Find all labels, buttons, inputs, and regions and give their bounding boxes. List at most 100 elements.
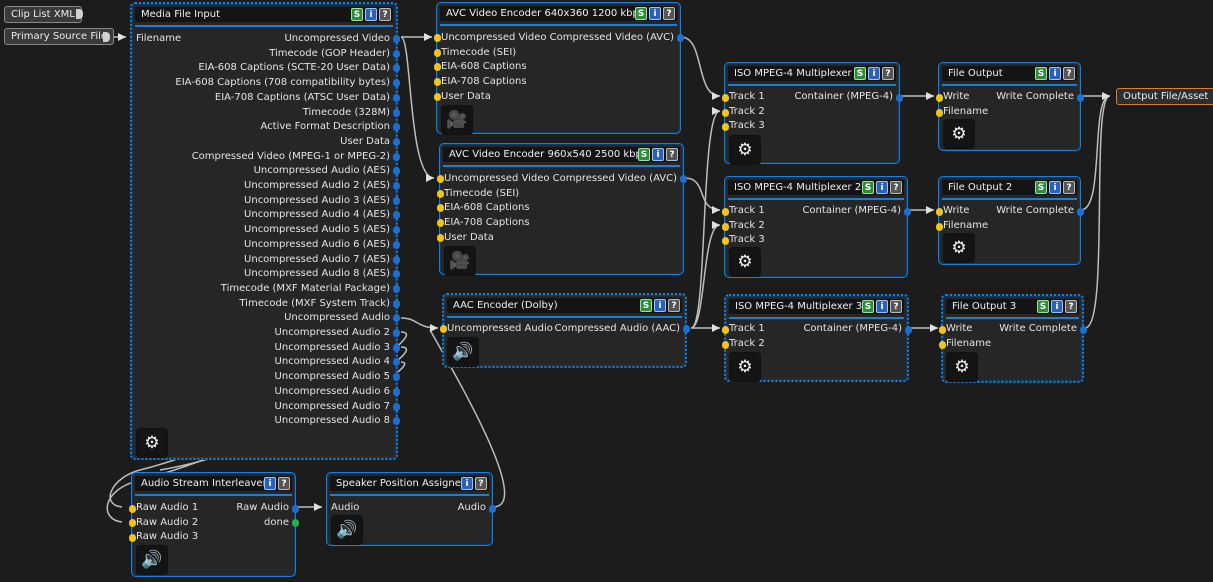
info-button[interactable]: i (868, 67, 880, 80)
port-dot[interactable] (939, 341, 946, 349)
avc1-input-708[interactable]: EIA-708 Captions (441, 76, 527, 87)
mux3-output-container[interactable]: Container (MPEG-4) (803, 323, 902, 334)
media-output-port[interactable]: EIA-708 Captions (ATSC User Data) (214, 91, 390, 103)
video-camera-icon[interactable]: 🎥 (441, 105, 473, 135)
aac-encoder-title[interactable]: AAC Encoder (Dolby) S i ? (447, 298, 682, 313)
settings-s-button[interactable]: S (862, 300, 874, 313)
avc2-input-608[interactable]: EIA-608 Captions (444, 202, 530, 213)
avc1-input-608[interactable]: EIA-608 Captions (441, 61, 527, 72)
port-dot[interactable] (393, 182, 400, 190)
primary-source-file-input[interactable]: Primary Source File (4, 28, 115, 45)
fo3-output-write-complete[interactable]: Write Complete (999, 323, 1077, 334)
aac-output-compressed-audio[interactable]: Compressed Audio (AAC) (554, 323, 680, 334)
port-dot[interactable] (936, 94, 943, 102)
settings-s-button[interactable]: S (854, 67, 866, 80)
port-dot[interactable] (680, 175, 687, 183)
media-output-port[interactable]: Uncompressed Audio 3 (274, 341, 390, 353)
avc-encoder-1-node[interactable]: AVC Video Encoder 640x360 1200 kbps S i … (434, 2, 684, 135)
port-dot[interactable] (434, 78, 441, 86)
avc1-input-timecode[interactable]: Timecode (SEI) (441, 47, 517, 58)
settings-s-button[interactable]: S (1037, 300, 1049, 313)
port-dot[interactable] (292, 519, 299, 527)
avc1-input-uncompressed-video[interactable]: Uncompressed Video (441, 32, 547, 43)
interleaver-raw-audio-3[interactable]: Raw Audio 3 (136, 531, 199, 542)
speaker-input-audio[interactable]: Audio (331, 502, 360, 513)
port-dot[interactable] (896, 94, 903, 102)
port-dot[interactable] (434, 49, 441, 57)
speaker-title[interactable]: Speaker Position Assigner i ? (330, 476, 489, 491)
speaker-output-audio[interactable]: Audio (457, 502, 486, 513)
port-dot[interactable] (393, 270, 400, 279)
mux2-title[interactable]: ISO MPEG-4 Multiplexer 2 S i ? (728, 180, 904, 195)
info-button[interactable]: i (876, 300, 888, 313)
port-dot[interactable] (393, 108, 400, 117)
audio-stream-interleaver-node[interactable]: Audio Stream Interleaver i ? Raw Audio 1… (129, 472, 299, 577)
media-file-input-node[interactable]: Media File Input S i ? Filename Uncompre… (130, 2, 400, 460)
port-dot[interactable] (722, 237, 729, 245)
fo1-input-filename[interactable]: Filename (943, 106, 989, 117)
port-dot[interactable] (722, 341, 729, 349)
avc1-input-user-data[interactable]: User Data (441, 91, 491, 102)
settings-s-button[interactable]: S (635, 7, 647, 20)
help-button[interactable]: ? (890, 300, 902, 313)
help-button[interactable]: ? (663, 7, 675, 20)
media-output-port[interactable]: Uncompressed Audio 6 (274, 385, 390, 397)
port-dot[interactable] (434, 63, 441, 71)
mux3-track-2[interactable]: Track 2 (729, 338, 765, 349)
avc2-input-708[interactable]: EIA-708 Captions (444, 217, 530, 228)
help-button[interactable]: ? (278, 477, 290, 490)
port-dot[interactable] (437, 204, 444, 212)
port-dot[interactable] (393, 49, 400, 58)
port-dot[interactable] (1077, 94, 1084, 102)
gears-icon[interactable]: ⚙ (729, 352, 761, 382)
info-button[interactable]: i (1049, 67, 1061, 80)
media-output-port[interactable]: Uncompressed Audio 7 (274, 400, 390, 412)
file-output-2-node[interactable]: File Output 2 S i ? Write Filename Write… (936, 176, 1084, 265)
port-dot[interactable] (393, 329, 400, 337)
media-output-port[interactable]: Uncompressed Audio (284, 312, 390, 324)
speaker-icon[interactable]: 🔊 (447, 337, 479, 367)
gears-icon[interactable]: ⚙ (729, 247, 761, 277)
media-output-port[interactable]: Timecode (328M) (302, 106, 390, 118)
mux3-track-1[interactable]: Track 1 (729, 323, 765, 334)
port-dot[interactable] (393, 284, 400, 293)
speaker-icon[interactable]: 🔊 (136, 545, 168, 575)
media-output-port[interactable]: EIA-608 Captions (SCTE-20 User Data) (198, 62, 390, 74)
media-output-port[interactable]: Uncompressed Audio 8 (AES) (244, 268, 390, 280)
port-dot[interactable] (129, 534, 136, 542)
media-output-port[interactable]: Uncompressed Audio 4 (AES) (244, 209, 390, 221)
port-dot[interactable] (393, 314, 400, 323)
port-dot[interactable] (129, 505, 136, 513)
mp4-mux-3-node[interactable]: ISO MPEG-4 Multiplexer 3 S i ? Track 1 T… (722, 294, 912, 382)
help-button[interactable]: ? (475, 477, 487, 490)
media-output-port[interactable]: Uncompressed Audio 5 (274, 371, 390, 383)
fo2-title[interactable]: File Output 2 S i ? (942, 180, 1077, 195)
mux3-title[interactable]: ISO MPEG-4 Multiplexer 3 S i ? (729, 299, 904, 314)
help-button[interactable]: ? (1065, 300, 1077, 313)
aac-input-uncompressed-audio[interactable]: Uncompressed Audio (447, 323, 553, 334)
mp4-mux-2-node[interactable]: ISO MPEG-4 Multiplexer 2 S i ? Track 1 T… (722, 176, 911, 278)
port-dot[interactable] (939, 326, 946, 334)
media-output-port[interactable]: Uncompressed Video (284, 33, 390, 44)
port-dot[interactable] (440, 325, 447, 333)
filename-input-port[interactable]: Filename (136, 33, 182, 44)
port-dot[interactable] (677, 34, 684, 42)
mux2-output-container[interactable]: Container (MPEG-4) (802, 205, 901, 216)
media-output-port[interactable]: Uncompressed Audio 2 (274, 327, 390, 338)
avc2-input-uncompressed-video[interactable]: Uncompressed Video (444, 173, 550, 184)
interleaver-title[interactable]: Audio Stream Interleaver i ? (135, 476, 292, 491)
avc1-output-compressed-video[interactable]: Compressed Video (AVC) (549, 32, 674, 43)
mux1-track-2[interactable]: Track 2 (729, 106, 765, 117)
mux2-track-2[interactable]: Track 2 (729, 220, 765, 231)
clip-list-xml-input[interactable]: Clip List XML (4, 6, 82, 23)
port-dot[interactable] (722, 208, 729, 216)
fo2-input-filename[interactable]: Filename (943, 220, 989, 231)
media-output-port[interactable]: Compressed Video (MPEG-1 or MPEG-2) (191, 150, 390, 162)
port-dot[interactable] (393, 123, 400, 132)
media-file-input-title[interactable]: Media File Input S i ? (135, 7, 393, 22)
primary-source-connector[interactable] (103, 32, 110, 42)
fo3-input-filename[interactable]: Filename (946, 338, 992, 349)
port-dot[interactable] (393, 373, 400, 382)
help-button[interactable]: ? (890, 181, 902, 194)
aac-encoder-node[interactable]: AAC Encoder (Dolby) S i ? Uncompressed A… (440, 293, 690, 368)
